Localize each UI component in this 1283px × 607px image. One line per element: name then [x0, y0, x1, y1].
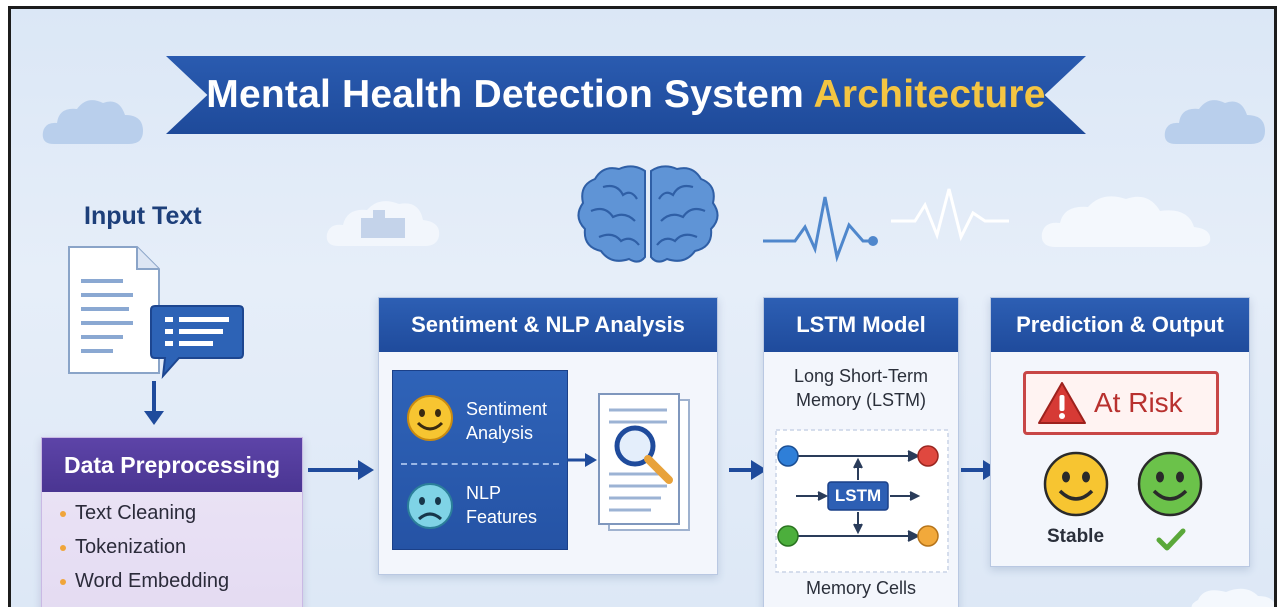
input-text-label: Input Text — [84, 202, 202, 230]
lstm-model-title: LSTM Model — [764, 298, 958, 352]
preprocessing-item-label: Text Cleaning — [75, 502, 197, 524]
preprocessing-item: Word Embedding — [60, 570, 229, 593]
nlp-label-line: Features — [466, 507, 538, 527]
arrow-right-icon — [567, 453, 597, 467]
sad-face-icon — [407, 483, 453, 529]
title-highlight: Architecture — [813, 73, 1046, 116]
sentiment-nlp-title: Sentiment & NLP Analysis — [379, 298, 717, 352]
cloud-icon — [1041, 196, 1211, 247]
lstm-subtitle-line: Memory (LSTM) — [796, 390, 926, 410]
lstm-network-icon — [775, 429, 949, 573]
arrow-right-icon — [729, 460, 767, 480]
arrow-right-icon — [308, 460, 374, 480]
cloud-icon — [1191, 588, 1274, 607]
brain-icon — [577, 165, 719, 263]
cloud-icon — [1164, 100, 1265, 144]
chat-bubble-icon — [150, 305, 244, 380]
happy-face-icon — [1137, 451, 1203, 517]
preprocessing-item-label: Tokenization — [75, 536, 187, 558]
preprocessing-item-label: Word Embedding — [75, 570, 230, 592]
sentiment-analysis-label: Sentiment Analysis — [466, 397, 547, 445]
bullet-icon — [60, 578, 66, 585]
prediction-output-title: Prediction & Output — [991, 298, 1249, 352]
sentiment-label-line: Analysis — [466, 423, 534, 443]
cloud-icon — [42, 100, 143, 144]
lstm-subtitle-line: Long Short-Term — [793, 366, 929, 386]
heartbeat-icon — [763, 188, 1009, 263]
lstm-cell-label: LSTM — [834, 486, 882, 505]
title-banner: Mental Health Detection System Architect… — [166, 56, 1086, 134]
stable-label: Stable — [1047, 526, 1105, 547]
cloud-icon — [326, 201, 440, 246]
data-preprocessing-panel: Data Preprocessing Text Cleaning Tokeniz… — [41, 437, 303, 607]
warning-icon — [1038, 382, 1086, 424]
arrow-down-icon — [144, 381, 164, 425]
lstm-model-panel: LSTM Model Long Short-Term Memory (LSTM) — [763, 297, 959, 607]
document-icon — [68, 246, 160, 374]
happy-face-icon — [1043, 451, 1109, 517]
sentiment-features-box: Sentiment Analysis NLP Features — [392, 370, 568, 550]
lstm-subtitle: Long Short-Term Memory (LSTM) — [764, 364, 958, 412]
diagram-canvas: Mental Health Detection System Architect… — [8, 6, 1277, 607]
data-preprocessing-title: Data Preprocessing — [42, 438, 302, 492]
sentiment-label-line: Sentiment — [466, 399, 548, 419]
title-main: Mental Health Detection System — [206, 73, 804, 116]
bullet-icon — [60, 544, 66, 551]
check-icon — [1156, 528, 1186, 551]
divider — [401, 463, 559, 465]
nlp-features-label: NLP Features — [466, 481, 537, 529]
memory-cells-label: Memory Cells — [805, 578, 916, 598]
happy-face-icon — [407, 395, 453, 441]
sentiment-nlp-panel: Sentiment & NLP Analysis Sentiment Analy… — [378, 297, 718, 575]
magnifier-document-icon — [598, 393, 690, 531]
preprocessing-item: Text Cleaning — [60, 502, 196, 525]
bullet-icon — [60, 510, 66, 517]
nlp-label-line: NLP — [466, 483, 502, 503]
at-risk-label: At Risk — [1094, 387, 1183, 418]
page-title: Mental Health Detection System Architect… — [206, 73, 1045, 117]
preprocessing-item: Tokenization — [60, 536, 186, 559]
at-risk-badge: At Risk — [1023, 371, 1219, 435]
